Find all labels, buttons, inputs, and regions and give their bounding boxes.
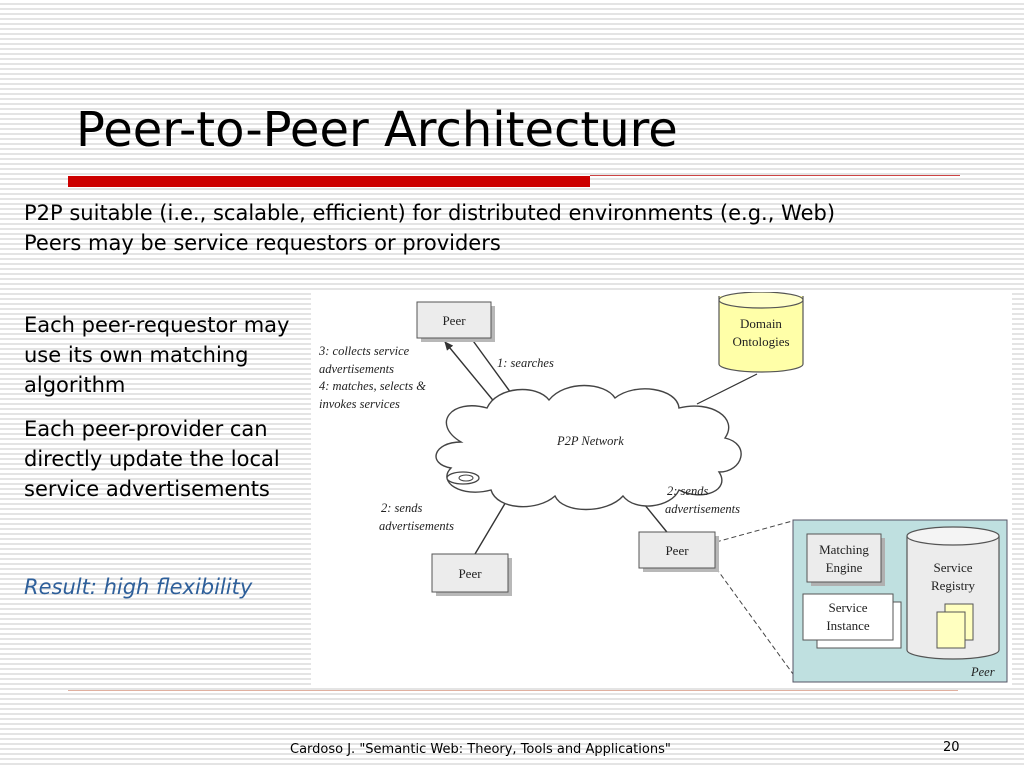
title-underline-rule — [590, 175, 960, 176]
dashed-link-top — [715, 519, 797, 543]
svg-text:Peer: Peer — [442, 313, 466, 328]
label-sends-right-1: 2: sends — [667, 484, 708, 498]
result-text: Result: high flexibility — [24, 575, 253, 599]
bullet-peer-provider: Each peer-provider can directly update t… — [24, 417, 280, 501]
peer-detail-panel: Matching Engine Service Instance Service… — [792, 519, 1008, 683]
peer-bottom-left: Peer — [431, 553, 512, 596]
bullet-p2p-suitable: P2P suitable (i.e., scalable, efficient)… — [24, 201, 836, 225]
svg-text:Peer: Peer — [665, 543, 689, 558]
footer-rule — [68, 690, 958, 691]
peer-top: Peer — [416, 301, 495, 342]
svg-text:Matching: Matching — [819, 542, 869, 557]
svg-text:Instance: Instance — [826, 618, 870, 633]
title-underline-accent — [68, 176, 590, 187]
label-sends-left-1: 2: sends — [381, 501, 422, 515]
footer-citation: Cardoso J. "Semantic Web: Theory, Tools … — [290, 742, 671, 757]
peer-detail-label: Peer — [970, 665, 995, 679]
matching-engine: Matching Engine — [806, 533, 885, 586]
label-sends-left-2: advertisements — [379, 519, 454, 533]
domain-ontologies-database: Domain Ontologies — [718, 292, 804, 373]
label-searches: 1: searches — [497, 356, 554, 370]
service-instance: Service Instance — [802, 593, 902, 649]
svg-text:Domain: Domain — [740, 316, 782, 331]
network-label: P2P Network — [556, 434, 624, 448]
svg-text:Service: Service — [829, 600, 868, 615]
label-collects-2: advertisements — [319, 362, 394, 376]
arrow-collects — [444, 341, 502, 411]
label-collects-4: invokes services — [319, 397, 400, 411]
top-bullets: P2P suitable (i.e., scalable, efficient)… — [24, 198, 984, 258]
svg-text:Engine: Engine — [826, 560, 863, 575]
bullet-peers-roles: Peers may be service requestors or provi… — [24, 231, 501, 255]
p2p-diagram: P2P Network Peer Domain Ontologies 1: se… — [311, 292, 1012, 688]
dashed-link-bottom — [715, 567, 794, 675]
document-stack-icon — [936, 603, 974, 649]
svg-text:Ontologies: Ontologies — [732, 334, 789, 349]
svg-text:Peer: Peer — [458, 566, 482, 581]
svg-text:Registry: Registry — [931, 578, 976, 593]
bullet-peer-requestor: Each peer-requestor may use its own matc… — [24, 313, 290, 397]
label-sends-right-2: advertisements — [665, 502, 740, 516]
page-number: 20 — [943, 740, 960, 755]
left-bullets: Each peer-requestor may use its own matc… — [24, 310, 314, 518]
label-collects-1: 3: collects service — [318, 344, 410, 358]
line-to-ontologies — [696, 373, 758, 405]
label-collects-3: 4: matches, selects & — [319, 379, 426, 393]
peer-bottom-right: Peer — [638, 531, 719, 572]
slide-title: Peer-to-Peer Architecture — [76, 102, 678, 158]
service-registry-database: Service Registry — [906, 526, 1000, 660]
p2p-network-cloud: P2P Network — [435, 384, 742, 511]
svg-text:Service: Service — [934, 560, 973, 575]
